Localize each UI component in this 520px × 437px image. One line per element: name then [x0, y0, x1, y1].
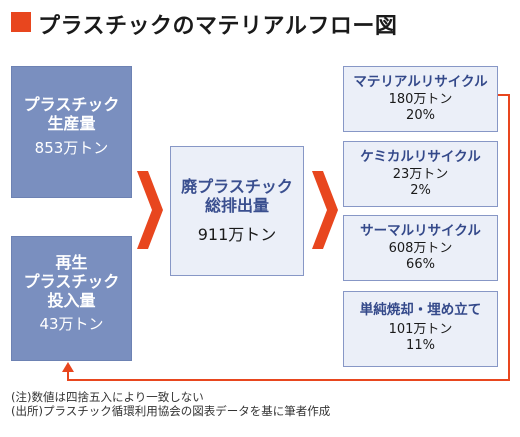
- incineration-landfill-percent: 11%: [406, 338, 435, 354]
- total-waste-amount: 911万トン: [197, 225, 277, 245]
- plastic-production-box: プラスチック 生産量 853万トン: [11, 66, 132, 198]
- note-source: (出所)プラスチック循環利用協会の図表データを基に筆者作成: [11, 403, 331, 418]
- thermal-recycle-label: サーマルリサイクル: [360, 223, 481, 239]
- material-recycle-percent: 20%: [406, 108, 435, 124]
- material-recycle-amount: 180万トン: [388, 92, 453, 108]
- page-title: プラスチックのマテリアルフロー図: [38, 14, 398, 39]
- note-rounding: (注)数値は四捨五入により一致しない: [11, 390, 204, 404]
- total-waste-label-line2: 総排出量: [204, 196, 269, 216]
- total-waste-box: 廃プラスチック 総排出量 911万トン: [170, 146, 304, 276]
- recycled-input-box: 再生 プラスチック 投入量 43万トン: [11, 236, 132, 361]
- incineration-landfill-amount: 101万トン: [388, 322, 453, 338]
- recycled-input-label-line2: プラスチック: [23, 272, 120, 292]
- production-label-line1: プラスチック: [23, 95, 120, 114]
- recycled-input-label-line1: 再生: [55, 253, 88, 272]
- return-loop-line: [67, 94, 510, 381]
- material-recycle-label: マテリアルリサイクル: [353, 74, 488, 90]
- thermal-recycle-amount: 608万トン: [388, 241, 453, 257]
- return-loop-arrowhead: [62, 362, 74, 372]
- production-amount: 853万トン: [34, 139, 109, 158]
- material-recycle-box: マテリアルリサイクル 180万トン 20%: [343, 66, 498, 132]
- footnotes: (注)数値は四捨五入により一致しない (出所)プラスチック循環利用協会の図表デー…: [11, 390, 331, 419]
- thermal-recycle-percent: 66%: [406, 257, 435, 273]
- incineration-landfill-label: 単純焼却・埋め立て: [359, 302, 482, 318]
- recycled-input-amount: 43万トン: [39, 314, 104, 333]
- chemical-recycle-amount: 23万トン: [392, 167, 449, 183]
- arrow-left-to-center: [137, 171, 163, 249]
- title-marker: [11, 12, 31, 32]
- chemical-recycle-box: ケミカルリサイクル 23万トン 2%: [343, 141, 498, 207]
- arrow-center-to-right: [312, 171, 338, 249]
- incineration-landfill-box: 単純焼却・埋め立て 101万トン 11%: [343, 291, 498, 367]
- chemical-recycle-label: ケミカルリサイクル: [360, 149, 481, 165]
- chemical-recycle-percent: 2%: [410, 183, 431, 199]
- production-label-line2: 生産量: [47, 114, 96, 134]
- total-waste-label-line1: 廃プラスチック: [181, 177, 293, 196]
- thermal-recycle-box: サーマルリサイクル 608万トン 66%: [343, 215, 498, 281]
- recycled-input-label-line3: 投入量: [47, 291, 96, 311]
